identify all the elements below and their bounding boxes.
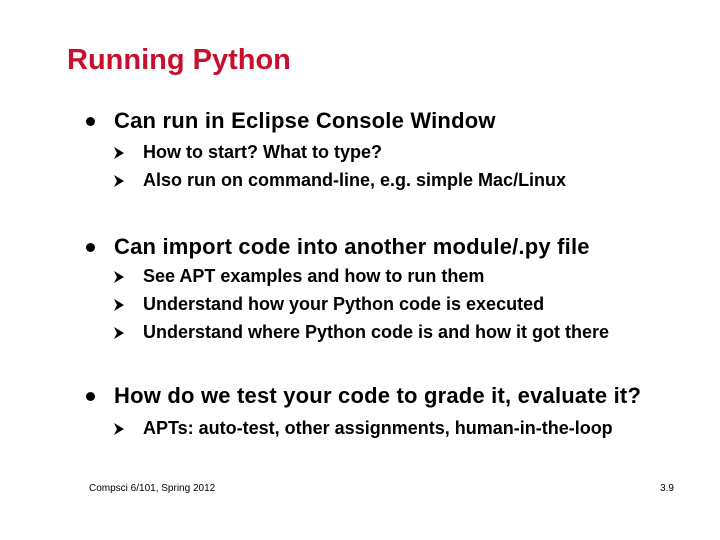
- round-bullet-icon: [86, 242, 95, 252]
- sub-bullet-item: APTs: auto-test, other assignments, huma…: [114, 418, 613, 439]
- bullet-text: Can import code into another module/.py …: [114, 234, 590, 259]
- footer-course: Compsci 6/101, Spring 2012: [89, 483, 216, 494]
- arrowhead-bullet-icon: [114, 174, 124, 187]
- slide-title: Running Python: [67, 44, 291, 76]
- bullet-item: Can run in Eclipse Console Window: [86, 108, 496, 134]
- arrowhead-bullet-icon: [114, 298, 124, 311]
- arrowhead-bullet-icon: [114, 270, 124, 283]
- bullet-text: How do we test your code to grade it, ev…: [114, 383, 642, 408]
- arrowhead-bullet-icon: [114, 326, 124, 339]
- round-bullet-icon: [86, 116, 95, 126]
- sub-bullet-text: Understand where Python code is and how …: [143, 322, 610, 342]
- sub-bullet-text: Understand how your Python code is execu…: [143, 294, 545, 314]
- sub-bullet-item: See APT examples and how to run them: [114, 266, 484, 287]
- sub-bullet-text: Also run on command-line, e.g. simple Ma…: [143, 170, 567, 190]
- sub-bullet-text: APTs: auto-test, other assignments, huma…: [143, 418, 613, 438]
- round-bullet-icon: [86, 391, 95, 401]
- arrowhead-bullet-icon: [114, 146, 124, 159]
- footer-page-number: 3.9: [660, 483, 674, 494]
- sub-bullet-item: Understand how your Python code is execu…: [114, 294, 544, 315]
- bullet-item: How do we test your code to grade it, ev…: [86, 383, 641, 409]
- bullet-item: Can import code into another module/.py …: [86, 234, 590, 260]
- sub-bullet-item: Also run on command-line, e.g. simple Ma…: [114, 170, 566, 191]
- sub-bullet-text: How to start? What to type?: [143, 142, 382, 162]
- sub-bullet-text: See APT examples and how to run them: [143, 266, 485, 286]
- bullet-text: Can run in Eclipse Console Window: [114, 108, 496, 133]
- sub-bullet-item: How to start? What to type?: [114, 142, 382, 163]
- sub-bullet-item: Understand where Python code is and how …: [114, 322, 609, 343]
- arrowhead-bullet-icon: [114, 422, 124, 435]
